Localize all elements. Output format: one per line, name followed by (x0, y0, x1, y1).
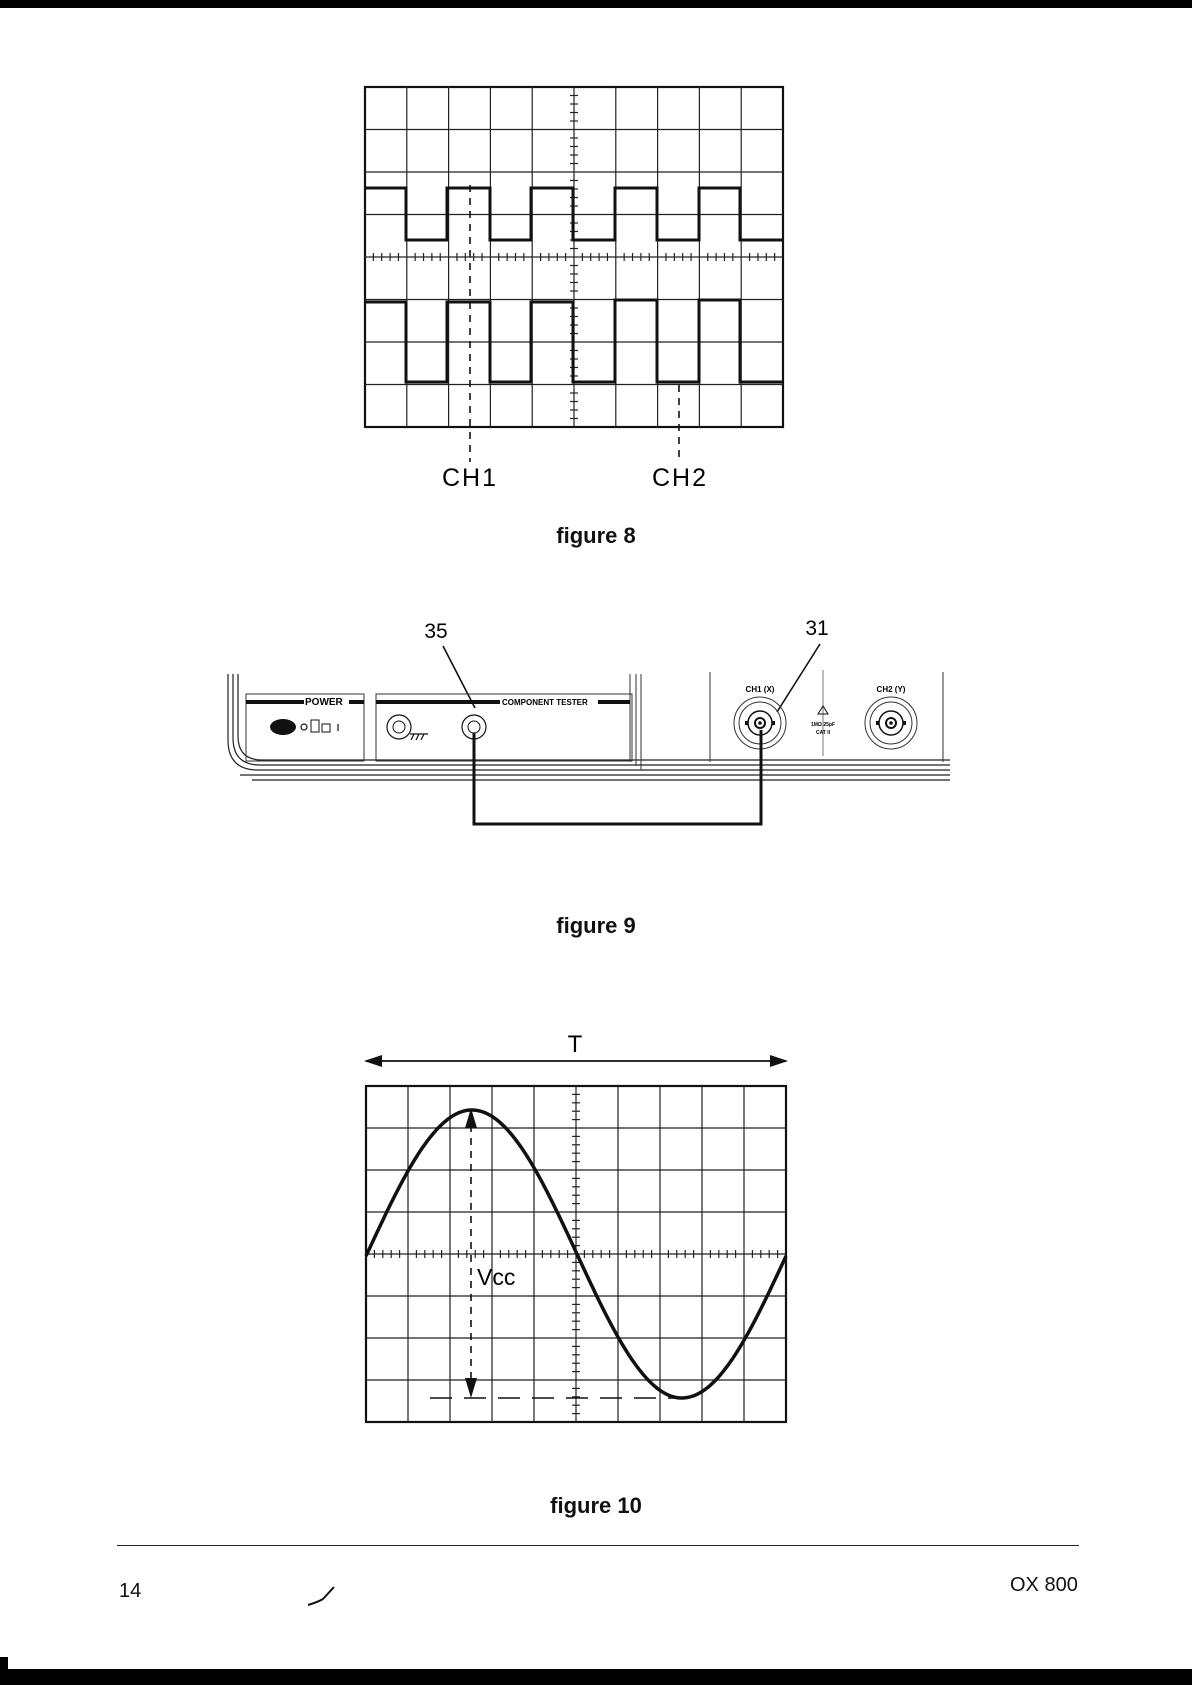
model-name: OX 800 (1010, 1574, 1078, 1597)
amplitude-label: Vcc (477, 1264, 515, 1290)
scan-border-bottom (0, 1669, 1192, 1685)
page-number: 14 (119, 1580, 141, 1603)
figure-10-caption: figure 10 (0, 1493, 1192, 1519)
pen-stroke-mark (306, 1586, 336, 1608)
period-label: T (568, 1031, 583, 1058)
vcc-arrow-down-icon (465, 1378, 477, 1398)
period-arrow-left-icon (364, 1055, 382, 1067)
figure-10-sine-measurement: T Vcc (0, 0, 1192, 1440)
period-arrow-right-icon (770, 1055, 788, 1067)
footer-divider (117, 1545, 1079, 1546)
